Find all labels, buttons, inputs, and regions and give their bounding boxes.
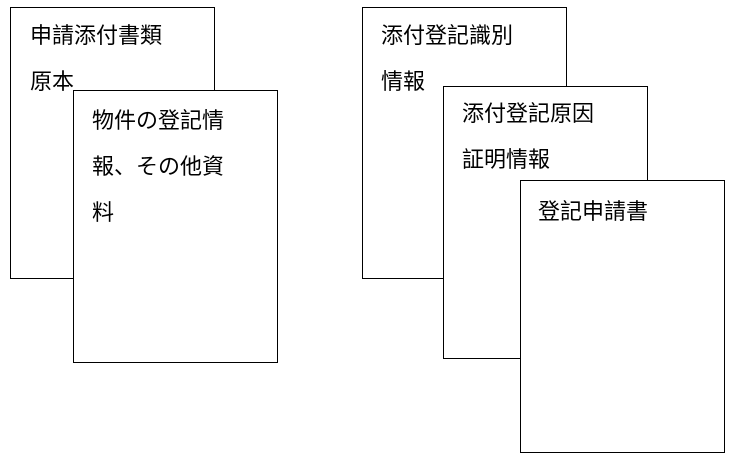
original-attachments-label: 申請添付書類 原本 (30, 23, 162, 97)
registration-identifier-label: 添付登記識別 情報 (381, 23, 513, 97)
registration-application-label-line-1: 登記申請書 (538, 200, 649, 225)
original-attachments-label-line-2: 原本 (30, 70, 75, 95)
registration-cause-proof-label: 添付登記原因 証明情報 (462, 101, 594, 175)
property-registry-materials-label: 物件の登記情 報、その他資 料 (92, 108, 224, 228)
registration-cause-proof-label-line-1: 添付登記原因 (462, 102, 595, 127)
registration-identifier-label-line-2: 情報 (381, 70, 426, 95)
property-registry-materials-label-line-2: 報、その他資 (92, 155, 225, 180)
registration-identifier-label-line-1: 添付登記識別 (381, 24, 514, 49)
registration-application-document: 登記申請書 (520, 180, 725, 453)
property-registry-materials-document: 物件の登記情 報、その他資 料 (73, 90, 278, 363)
original-attachments-label-line-1: 申請添付書類 (30, 24, 163, 49)
registration-cause-proof-label-line-2: 証明情報 (462, 148, 551, 173)
registration-application-label: 登記申請書 (538, 199, 648, 227)
property-registry-materials-label-line-1: 物件の登記情 (92, 109, 225, 134)
property-registry-materials-label-line-3: 料 (92, 201, 115, 226)
